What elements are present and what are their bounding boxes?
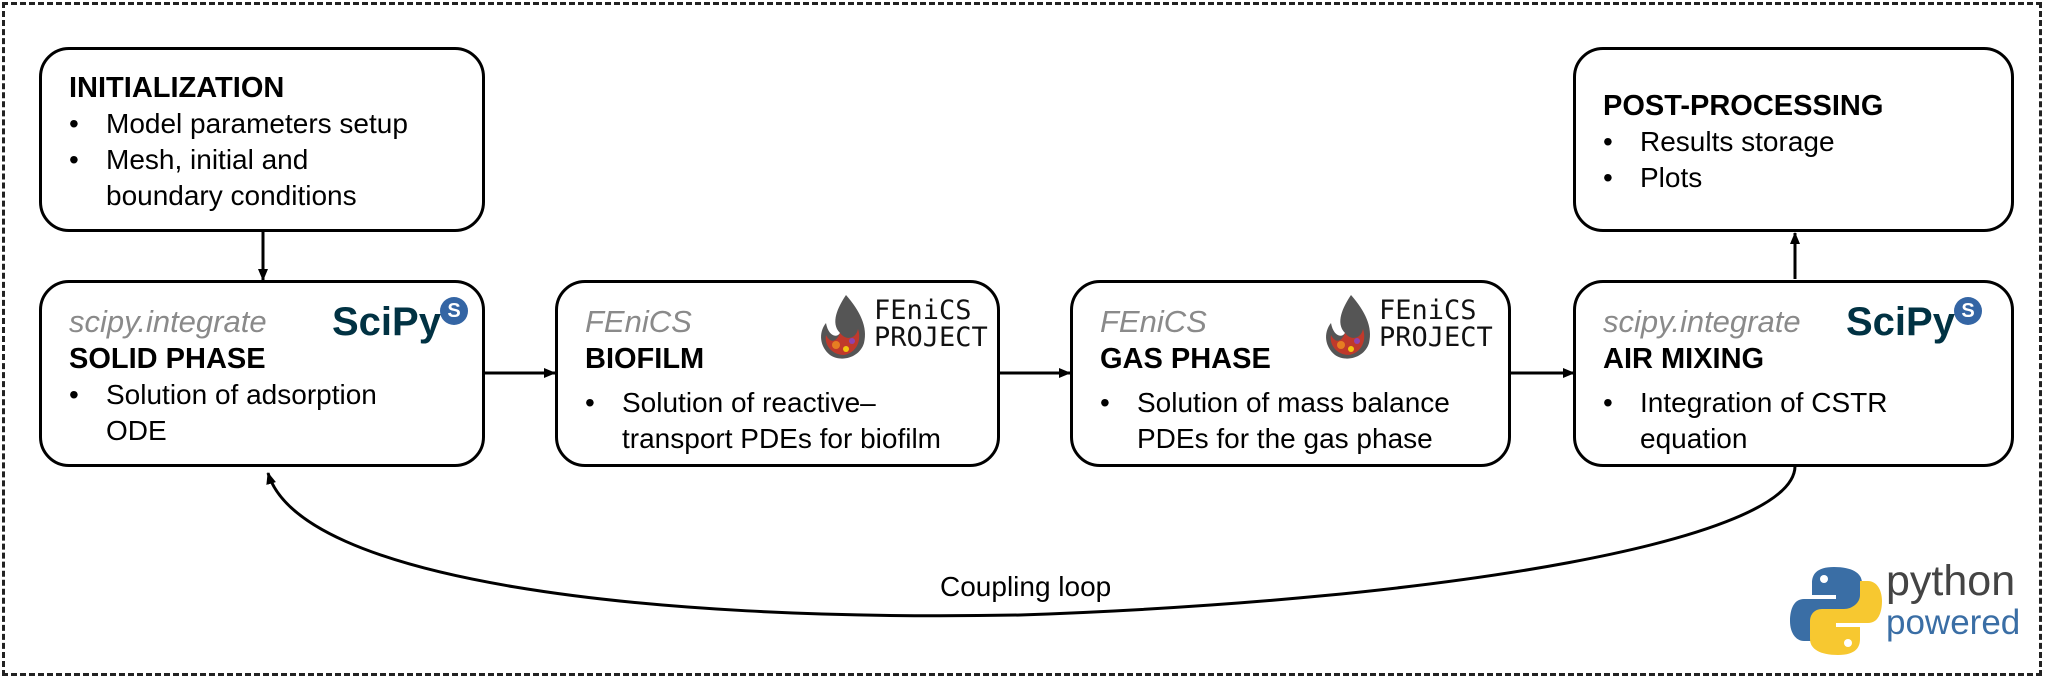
scipy-logo: SciPy S bbox=[332, 297, 468, 347]
fenics-flame-icon bbox=[1326, 295, 1371, 359]
gas-phase-library: FEniCS bbox=[1100, 304, 1207, 339]
solid-phase-library: scipy.integrate bbox=[69, 304, 267, 339]
python-powered-logo: python powered bbox=[1790, 559, 2030, 657]
solid-phase-box: scipy.integrate SOLID PHASE Solution of … bbox=[39, 280, 485, 467]
initialization-bullets: Model parameters setup Mesh, initial and… bbox=[69, 106, 456, 214]
gas-phase-bullets: Solution of mass balance PDEs for the ga… bbox=[1100, 385, 1482, 457]
biofilm-bullets: Solution of reactive–transport PDEs for … bbox=[585, 385, 971, 457]
scipy-logo-text: SciPy bbox=[332, 300, 441, 344]
fenics-logo-line1: FEniCS bbox=[1379, 295, 1477, 326]
bullet-item: Model parameters setup bbox=[69, 106, 456, 142]
initialization-heading: INITIALIZATION bbox=[69, 72, 285, 104]
fenics-logo-line2: PROJECT bbox=[874, 322, 988, 353]
biofilm-heading: BIOFILM bbox=[585, 343, 705, 375]
solid-phase-bullets: Solution of adsorption ODE bbox=[69, 377, 456, 449]
bullet-item: Solution of mass balance PDEs for the ga… bbox=[1100, 385, 1477, 457]
biofilm-box: FEniCS BIOFILM Solution of reactive–tran… bbox=[555, 280, 1000, 467]
air-mixing-box: scipy.integrate AIR MIXING Integration o… bbox=[1573, 280, 2014, 467]
fenics-project-logo: FEniCS PROJECT bbox=[1321, 293, 1511, 363]
bullet-item: Results storage bbox=[1603, 124, 1985, 160]
scipy-logo: SciPy S bbox=[1846, 297, 1982, 347]
post-processing-box: POST-PROCESSING Results storage Plots bbox=[1573, 47, 2014, 232]
initialization-box: INITIALIZATION Model parameters setup Me… bbox=[39, 47, 485, 232]
air-mixing-bullets: Integration of CSTR equation bbox=[1603, 385, 1985, 457]
fenics-logo-line1: FEniCS bbox=[874, 295, 972, 326]
coupling-loop-label: Coupling loop bbox=[940, 571, 1112, 602]
bullet-item: Solution of reactive–transport PDEs for … bbox=[585, 385, 962, 457]
bullet-item: Plots bbox=[1603, 160, 1985, 196]
fenics-project-logo: FEniCS PROJECT bbox=[816, 293, 1006, 363]
bullet-item: Integration of CSTR equation bbox=[1603, 385, 1940, 457]
air-mixing-library: scipy.integrate bbox=[1603, 304, 1801, 339]
python-snake-icon bbox=[1790, 567, 1882, 655]
gas-phase-box: FEniCS GAS PHASE Solution of mass balanc… bbox=[1070, 280, 1511, 467]
bullet-item: Mesh, initial and boundary conditions bbox=[69, 142, 406, 214]
bullet-item: Solution of adsorption ODE bbox=[69, 377, 406, 449]
gas-phase-heading: GAS PHASE bbox=[1100, 343, 1271, 375]
solid-phase-heading: SOLID PHASE bbox=[69, 343, 266, 375]
post-processing-heading: POST-PROCESSING bbox=[1603, 90, 1884, 122]
powered-logo-word: powered bbox=[1886, 603, 2021, 642]
fenics-logo-line2: PROJECT bbox=[1379, 322, 1493, 353]
scipy-circle-icon: S bbox=[1954, 297, 1982, 325]
biofilm-library: FEniCS bbox=[585, 304, 692, 339]
air-mixing-heading: AIR MIXING bbox=[1603, 343, 1765, 375]
scipy-logo-text: SciPy bbox=[1846, 300, 1955, 344]
scipy-circle-icon: S bbox=[440, 297, 468, 325]
post-processing-bullets: Results storage Plots bbox=[1603, 124, 1985, 196]
fenics-flame-icon bbox=[821, 295, 866, 359]
coupling-loop-arrow bbox=[266, 465, 1797, 618]
python-logo-word: python bbox=[1886, 557, 2016, 605]
